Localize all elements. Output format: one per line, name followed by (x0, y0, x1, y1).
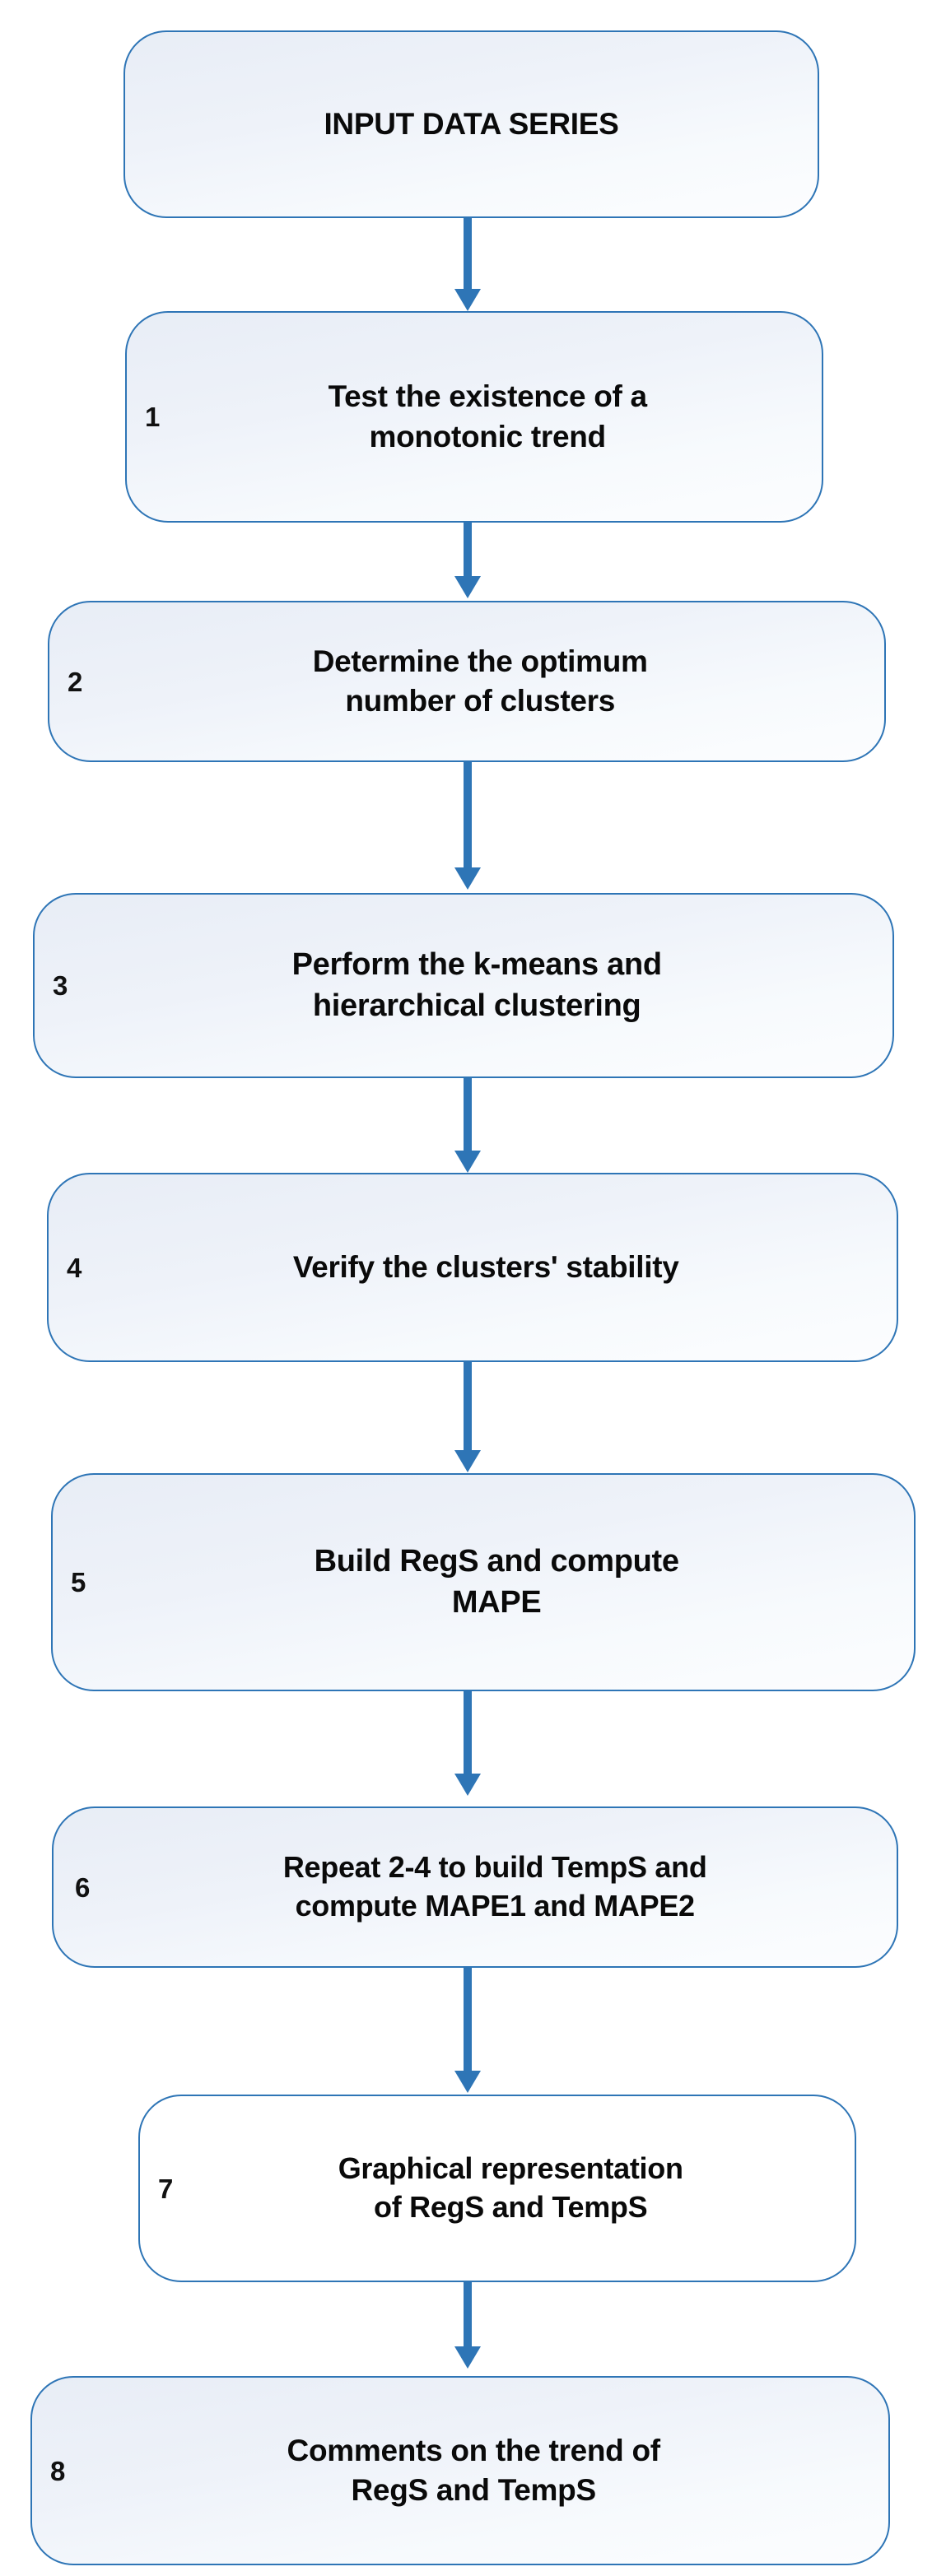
arrow-head (454, 576, 481, 598)
flow-node-step8[interactable]: 8 Comments on the trend of RegS and Temp… (30, 2376, 890, 2565)
flow-node-step4-number: 4 (67, 1252, 82, 1283)
flow-node-step2[interactable]: 2 Determine the optimum number of cluste… (48, 601, 886, 762)
arrow-shaft (464, 1078, 472, 1151)
flow-node-step3[interactable]: 3 Perform the k-means and hierarchical c… (33, 893, 894, 1078)
flow-node-step1-label: Test the existence of a monotonic trend (328, 379, 648, 453)
arrow-head (454, 2346, 481, 2369)
arrow-shaft (464, 762, 472, 867)
arrow-shaft (464, 1362, 472, 1450)
arrow-head (454, 1774, 481, 1796)
flow-node-step6[interactable]: 6 Repeat 2-4 to build TempS and compute … (52, 1806, 898, 1968)
arrow-shaft (464, 2282, 472, 2346)
flow-node-step3-label: Perform the k-means and hierarchical clu… (291, 947, 663, 1023)
arrow-head (454, 1450, 481, 1472)
flow-node-step1[interactable]: 1 Test the existence of a monotonic tren… (125, 311, 823, 523)
flow-node-step1-number: 1 (145, 402, 161, 432)
arrow-head (454, 2071, 481, 2093)
flow-node-input[interactable]: INPUT DATA SERIES (123, 30, 819, 218)
flow-node-step3-number: 3 (53, 970, 68, 1001)
arrow-head (454, 1151, 481, 1173)
flow-node-step7[interactable]: 7 Graphical representation of RegS and T… (138, 2095, 856, 2282)
flow-node-input-label: INPUT DATA SERIES (324, 106, 619, 141)
flow-node-step4[interactable]: 4 Verify the clusters' stability (47, 1173, 898, 1362)
flow-node-step5-label: Build RegS and compute MAPE (314, 1544, 679, 1620)
flow-node-step8-number: 8 (50, 2455, 66, 2486)
arrow-shaft (464, 218, 472, 289)
flow-node-step2-label: Determine the optimum number of clusters (312, 644, 648, 718)
flow-node-step4-label: Verify the clusters' stability (292, 1249, 679, 1284)
flow-node-step6-label: Repeat 2-4 to build TempS and compute MA… (282, 1850, 707, 1923)
arrow-shaft (464, 1968, 472, 2071)
flow-node-step2-number: 2 (68, 666, 83, 697)
flow-node-step5-number: 5 (71, 1567, 86, 1597)
arrow-shaft (464, 1691, 472, 1774)
flow-node-step5[interactable]: 5 Build RegS and compute MAPE (51, 1473, 916, 1691)
flow-node-step7-label: Graphical representation of RegS and Tem… (338, 2151, 683, 2224)
arrow-head (454, 289, 481, 311)
flow-node-step8-label: Comments on the trend of RegS and TempS (287, 2433, 661, 2507)
flow-node-step6-number: 6 (75, 1872, 91, 1903)
arrow-head (454, 867, 481, 890)
flow-node-step7-number: 7 (158, 2173, 174, 2204)
arrow-shaft (464, 523, 472, 576)
